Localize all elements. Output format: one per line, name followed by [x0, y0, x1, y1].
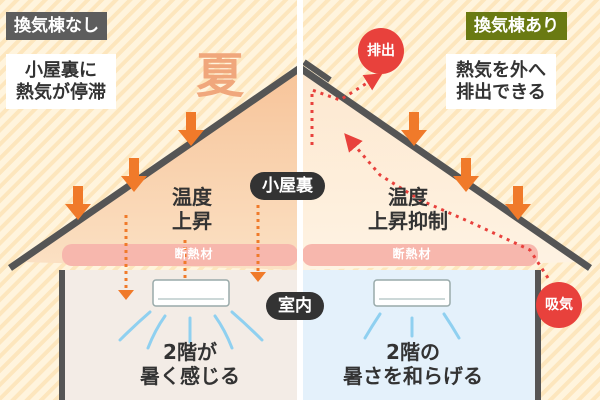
- right-temp-line1: 温度: [388, 185, 428, 209]
- attic-label: 小屋裏: [250, 172, 325, 201]
- airflow-path: [344, 133, 550, 279]
- right-result: 2階の 暑さを和らげる: [328, 340, 498, 388]
- insulation-label-left: 断熱材: [174, 247, 214, 261]
- insulation-band-left: [62, 244, 298, 266]
- header-with-ridge-vent: 換気棟あり: [466, 12, 567, 41]
- left-result-line1: 2階が: [163, 340, 217, 364]
- cool-air-right: [363, 312, 461, 340]
- right-note-line1: 熱気を外へ: [456, 60, 546, 81]
- header-no-ridge-vent: 換気棟なし: [6, 12, 107, 41]
- room-label: 室内: [266, 292, 324, 321]
- exhaust-path: [310, 73, 383, 145]
- air-conditioner-right: [373, 279, 451, 307]
- right-note-line2: 排出できる: [456, 81, 546, 103]
- left-temp-line2: 上昇: [172, 209, 212, 233]
- left-result: 2階が 暑く感じる: [120, 340, 260, 388]
- summer-label: 夏: [196, 48, 245, 104]
- left-result-line2: 暑く感じる: [140, 364, 240, 388]
- attic-right: [300, 72, 578, 270]
- right-result-line2: 暑さを和らげる: [343, 364, 483, 388]
- ridge-vent-right: [302, 59, 332, 83]
- left-note-line2: 熱気が停滞: [16, 81, 106, 103]
- exhaust-badge: 排出: [358, 28, 404, 74]
- air-conditioner-left: [152, 279, 230, 307]
- heat-arrows-right: [401, 112, 531, 220]
- left-note-line1: 小屋裏に: [25, 60, 97, 81]
- cool-air-left: [118, 310, 264, 350]
- right-result-line1: 2階の: [386, 340, 440, 364]
- right-note: 熱気を外へ 排出できる: [446, 54, 556, 110]
- right-temp-line2: 上昇抑制: [368, 209, 448, 233]
- insulation-band-right: [302, 244, 538, 266]
- left-temp: 温度 上昇: [152, 185, 232, 233]
- right-temp: 温度 上昇抑制: [348, 185, 468, 233]
- attic-left: [22, 72, 300, 270]
- left-note: 小屋裏に 熱気が停滞: [6, 54, 116, 110]
- intake-badge: 吸気: [536, 282, 582, 328]
- insulation-label-right: 断熱材: [392, 247, 432, 261]
- heat-arrows-left: [65, 112, 204, 220]
- left-temp-line1: 温度: [172, 185, 212, 209]
